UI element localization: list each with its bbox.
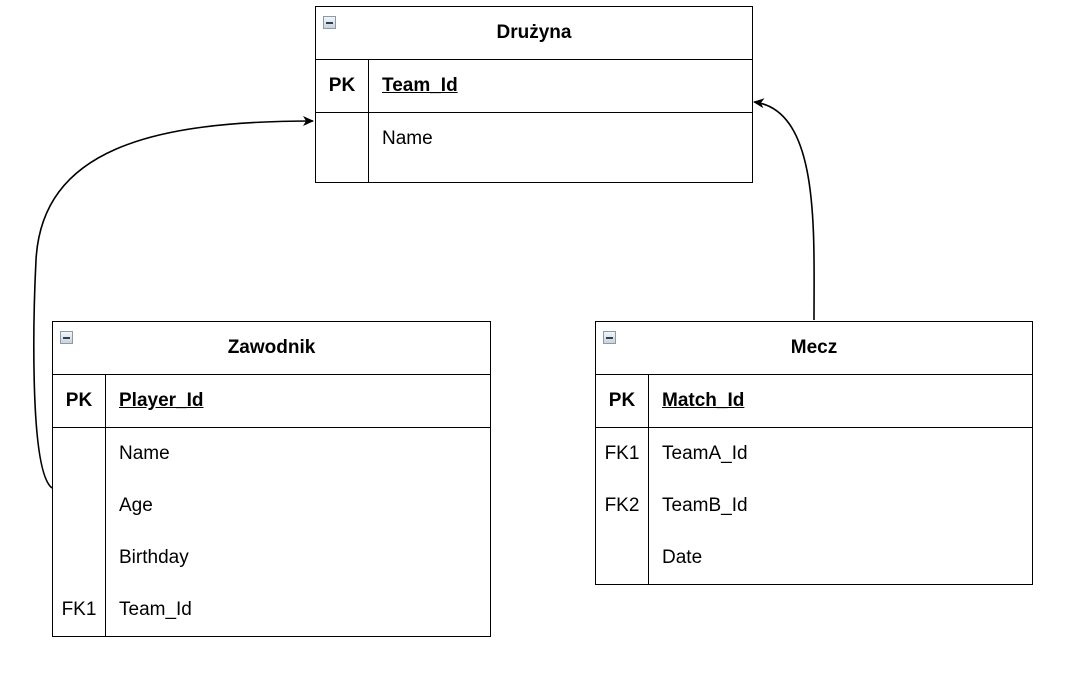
entity-player-title: Zawodnik [227, 337, 316, 358]
field-label: TeamA_Id [662, 443, 748, 464]
field-row[interactable]: FK2 TeamB_Id [596, 480, 1032, 532]
collapse-icon[interactable] [323, 16, 336, 29]
key-label [53, 428, 105, 480]
collapse-icon[interactable] [60, 331, 73, 344]
field-label: Name [119, 443, 170, 464]
field-label: Age [119, 495, 153, 516]
key-label [596, 532, 648, 584]
entity-team[interactable]: Drużyna PK Team_Id Name [315, 6, 753, 183]
field-label: Match_Id [662, 390, 745, 411]
entity-team-header: Drużyna [316, 7, 752, 60]
key-label [316, 113, 368, 165]
field-row[interactable]: Name [316, 113, 752, 165]
key-label: PK [608, 390, 636, 411]
key-label [53, 532, 105, 584]
field-label: Name [382, 128, 433, 149]
field-row[interactable]: Date [596, 532, 1032, 584]
key-label [53, 480, 105, 532]
field-row[interactable]: Name [53, 428, 490, 480]
key-label: FK1 [604, 443, 640, 464]
pk-row[interactable]: PK Team_Id [316, 60, 752, 113]
collapse-icon[interactable] [603, 331, 616, 344]
key-label: PK [65, 390, 93, 411]
entity-match-header: Mecz [596, 322, 1032, 375]
pk-row[interactable]: PK Match_Id [596, 375, 1032, 428]
key-label: FK2 [604, 495, 640, 516]
entity-match[interactable]: Mecz PK Match_Id FK1 TeamA_Id FK2 TeamB_… [595, 321, 1033, 585]
field-row[interactable]: Age [53, 480, 490, 532]
key-label: PK [328, 75, 356, 96]
field-label: Birthday [119, 547, 189, 568]
field-label: Player_Id [119, 390, 204, 411]
key-column-divider [648, 374, 649, 584]
field-label: Team_Id [119, 599, 192, 620]
entity-player-header: Zawodnik [53, 322, 490, 375]
field-row[interactable]: FK1 Team_Id [53, 584, 490, 636]
key-column-divider [105, 374, 106, 636]
entity-match-title: Mecz [790, 337, 838, 358]
field-label: TeamB_Id [662, 495, 748, 516]
field-row[interactable]: Birthday [53, 532, 490, 584]
entity-player[interactable]: Zawodnik PK Player_Id Name Age Birthday … [52, 321, 491, 637]
key-label: FK1 [61, 599, 97, 620]
key-column-divider [368, 59, 369, 182]
field-label: Date [662, 547, 703, 568]
field-row[interactable]: FK1 TeamA_Id [596, 428, 1032, 480]
field-label: Team_Id [382, 75, 458, 96]
connector-match-to-team[interactable] [753, 98, 815, 321]
entity-team-title: Drużyna [496, 22, 572, 43]
pk-row[interactable]: PK Player_Id [53, 375, 490, 428]
